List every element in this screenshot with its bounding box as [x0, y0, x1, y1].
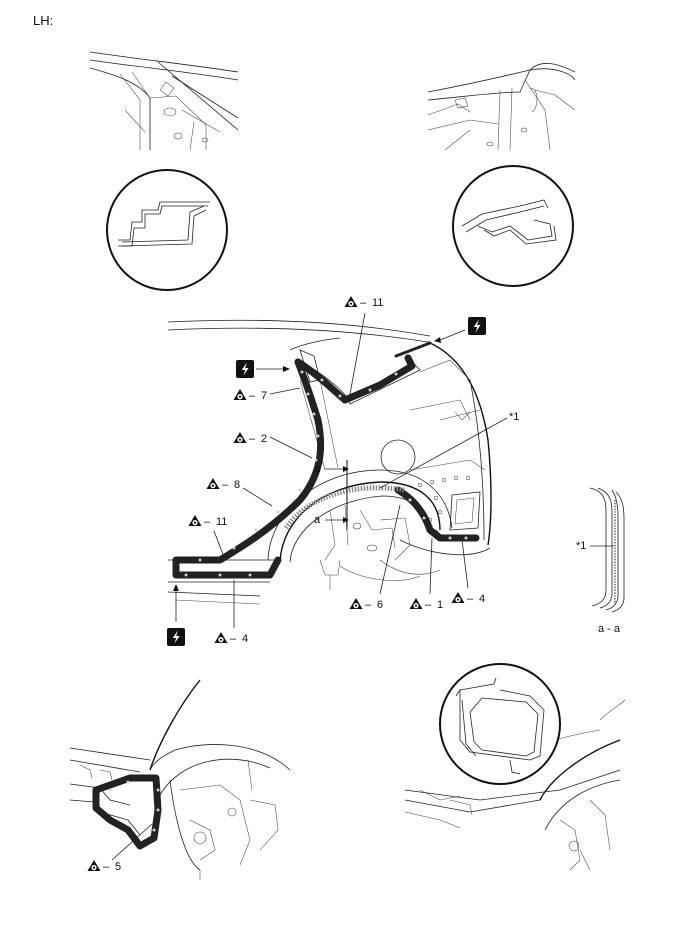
svg-text:4: 4 — [479, 593, 485, 605]
section-arrow-label-lower: a — [314, 514, 321, 526]
callout-7: – 7 — [233, 387, 301, 402]
sealer-applicator-icon — [206, 478, 220, 489]
reference-star1-section: *1 — [576, 540, 586, 552]
svg-text:–: – — [103, 861, 110, 873]
svg-text:–: – — [249, 433, 256, 445]
callout-11-top: – 11 — [344, 296, 383, 395]
svg-text:–: – — [425, 599, 432, 611]
svg-text:6: 6 — [377, 599, 383, 611]
detail-top-right-view — [427, 63, 576, 151]
svg-text:11: 11 — [216, 516, 227, 528]
reference-star1-leader — [379, 417, 508, 489]
sealant-bead-pillar — [172, 358, 325, 579]
lightning-weld-icon — [468, 317, 486, 335]
svg-text:4: 4 — [242, 633, 248, 645]
svg-text:11: 11 — [372, 297, 383, 309]
section-title: a - a — [598, 623, 621, 635]
callout-8: – 8 — [206, 478, 273, 507]
svg-text:–: – — [249, 390, 256, 402]
sealer-applicator-icon — [451, 592, 465, 603]
callout-5: – 5 — [87, 823, 153, 873]
detail-top-right-cross-section — [452, 165, 574, 287]
section-a-a-view — [589, 487, 625, 613]
svg-text:–: – — [204, 516, 211, 528]
sealer-applicator-icon — [87, 860, 101, 871]
svg-text:2: 2 — [261, 433, 267, 445]
detail-bottom-right-cross-section — [439, 663, 561, 785]
svg-text:1: 1 — [437, 599, 443, 611]
detail-top-left-cross-section — [106, 169, 228, 291]
callout-1: – 1 — [409, 537, 443, 611]
main-quarter-panel-view — [167, 319, 492, 605]
sealant-bead-wheel-arch-right — [394, 486, 480, 542]
section-arrow-label-upper: a — [314, 463, 321, 475]
sealer-applicator-icon — [344, 296, 358, 307]
sealer-applicator-icon — [409, 598, 423, 609]
svg-text:8: 8 — [234, 479, 240, 491]
detail-bottom-left-view — [69, 679, 291, 880]
svg-text:–: – — [360, 297, 367, 309]
svg-text:–: – — [222, 479, 229, 491]
sealant-bead-top-edge — [394, 341, 432, 358]
sealer-applicator-icon — [188, 515, 202, 526]
callout-6: – 6 — [349, 504, 401, 611]
sealer-applicator-icon — [349, 598, 363, 609]
sealant-bead-roof-rear — [294, 354, 416, 404]
callout-11-left: – 11 — [188, 515, 227, 558]
callout-2: – 2 — [233, 432, 313, 459]
svg-text:–: – — [230, 633, 237, 645]
reference-star1-main: *1 — [509, 411, 519, 423]
sealer-applicator-icon — [233, 432, 247, 443]
sealant-bead-bottom-left — [92, 774, 162, 850]
svg-text:–: – — [365, 599, 372, 611]
sealer-applicator-icon — [233, 389, 247, 400]
detail-top-left-view — [89, 51, 239, 151]
callout-4-bottom: – 4 — [214, 580, 248, 645]
svg-text:–: – — [467, 593, 474, 605]
svg-text:5: 5 — [115, 861, 121, 873]
callout-4-right: – 4 — [451, 539, 485, 605]
side-label: LH: — [33, 13, 53, 28]
sealer-applicator-icon — [214, 632, 228, 643]
lightning-weld-icon — [236, 360, 254, 378]
svg-text:7: 7 — [261, 390, 267, 402]
lightning-weld-icon — [167, 628, 185, 646]
